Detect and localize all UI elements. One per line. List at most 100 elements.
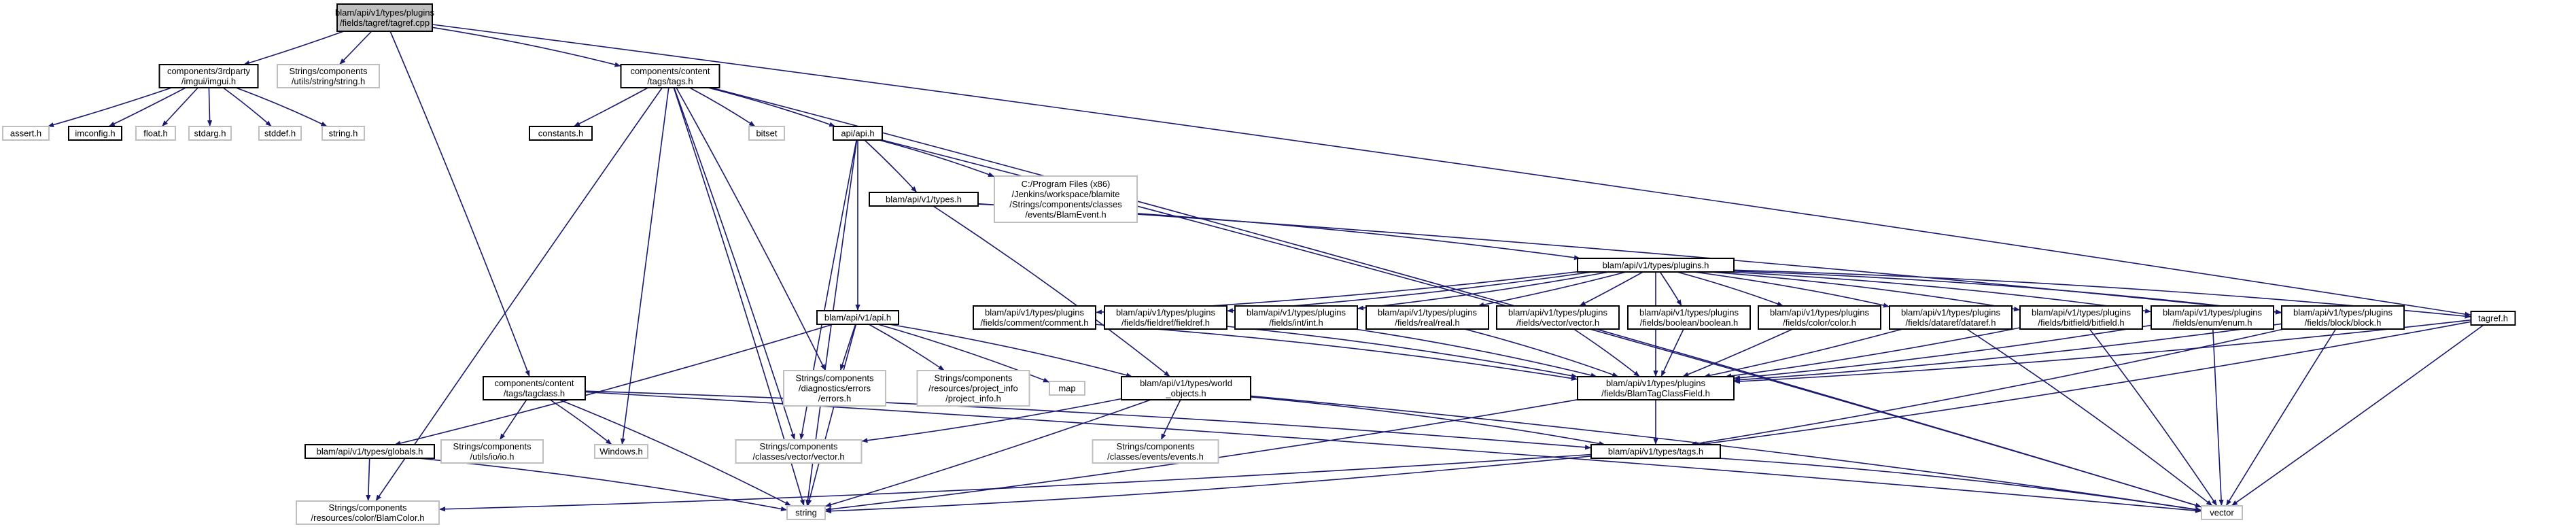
edge-plugins_h-to-dataref [1694, 271, 1890, 308]
node-stdarg: stdarg.h [188, 126, 232, 141]
node-label: /fields/real/real.h [1395, 318, 1459, 328]
node-label: string.h [329, 129, 358, 139]
edge-tagref_h-to-blamfield [1733, 319, 2471, 384]
node-imconfig[interactable]: imconfig.h [68, 126, 122, 141]
node-box [786, 505, 826, 520]
node-bitfield[interactable]: blam/api/v1/types/plugins/fields/bitfiel… [2019, 305, 2143, 330]
node-label: /utils/string/string.h [292, 76, 365, 86]
edge-worldobj-to-vectorvec [861, 398, 1122, 443]
node-api_h[interactable]: api/api.h [833, 126, 883, 141]
node-block_h[interactable]: blam/api/v1/types/plugins/fields/block/b… [2281, 305, 2405, 330]
edge-api_h-to-types_h [864, 139, 918, 193]
node-label: /utils/io/io.h [470, 451, 514, 462]
node-blamfield[interactable]: blam/api/v1/types/plugins/fields/BlamTag… [1577, 376, 1735, 400]
node-boolean_h[interactable]: blam/api/v1/types/plugins/fields/boolean… [1627, 305, 1751, 330]
node-events: Strings/components/classes/events/events… [1092, 439, 1219, 464]
edge-vector_h-to-blamfield [1573, 328, 1640, 377]
node-box [1758, 305, 1881, 330]
node-enum_h[interactable]: blam/api/v1/types/plugins/fields/enum/en… [2151, 305, 2274, 330]
node-box [304, 444, 435, 459]
edge-enum_h-to-vector [2212, 328, 2224, 507]
node-label: /errors.h [818, 394, 851, 404]
node-types_h[interactable]: blam/api/v1/types.h [869, 192, 979, 207]
node-dataref[interactable]: blam/api/v1/types/plugins/fields/dataref… [1889, 305, 2013, 330]
edge-real_h-to-blamfield [1464, 328, 1619, 377]
node-label: blam/api/v1/types/tags.h [1608, 447, 1703, 457]
node-label: /fields/comment/comment.h [981, 318, 1089, 328]
node-label: /fields/boolean/boolean.h [1640, 318, 1739, 328]
node-box [2151, 305, 2274, 330]
node-box [735, 439, 863, 464]
node-real_h[interactable]: blam/api/v1/types/plugins/fields/real/re… [1365, 305, 1489, 330]
node-label: blam/api/v1/types.h [886, 194, 962, 205]
node-label: blam/api/v1/api.h [824, 313, 891, 323]
node-color_h[interactable]: blam/api/v1/types/plugins/fields/color/c… [1758, 305, 1881, 330]
node-box [277, 64, 380, 88]
node-string: string [786, 505, 826, 520]
node-label: api/api.h [841, 129, 874, 139]
edge-plugins_h-to-int_h [1357, 271, 1609, 311]
edge-tags_h-to-vectorvec [674, 87, 795, 441]
node-tagclass[interactable]: components/content/tags/tagclass.h [483, 376, 586, 400]
node-label: /diagnostics/errors [799, 383, 871, 394]
edge-v1api-to-globals [394, 324, 833, 446]
edge-tags_h-to-windows [620, 87, 669, 445]
node-tagref_h[interactable]: tagref.h [2470, 311, 2516, 326]
node-projinfo: Strings/components/resources/project_inf… [916, 370, 1030, 407]
node-box [816, 310, 899, 325]
edge-tags_h-to-constants [573, 87, 648, 127]
edge-api_h-to-blamevent [879, 139, 995, 177]
edge-color_h-to-blamfield [1682, 328, 1793, 377]
edge-worldobj-to-events [1160, 399, 1181, 441]
edge-tagclass-to-windows [549, 399, 612, 445]
node-float: float.h [135, 126, 176, 141]
node-label: /fields/color/color.h [1783, 318, 1856, 328]
node-box [1104, 305, 1228, 330]
edge-root-to-tags_h [432, 27, 621, 67]
node-plugins_h[interactable]: blam/api/v1/types/plugins.h [1577, 258, 1735, 273]
edge-tags_h-to-vector [711, 87, 2202, 508]
node-tags_h[interactable]: components/content/tags/tags.h [620, 64, 720, 88]
node-label: blam/api/v1/types/plugins [985, 307, 1084, 318]
node-blamcolor: Strings/components/resources/color/BlamC… [296, 500, 440, 525]
edge-plugins_h-to-real_h [1478, 271, 1626, 307]
node-label: /fields/BlamTagClassField.h [1601, 388, 1710, 398]
edge-globals-to-blamcolor [366, 458, 371, 502]
node-box [1577, 376, 1735, 400]
edge-tags_types-to-blamcolor [438, 453, 1592, 512]
node-label: blam/api/v1/types/plugins [2163, 307, 2262, 318]
node-label: /fields/vector/vector.h [1516, 318, 1599, 328]
node-label: string [795, 508, 817, 518]
node-label: /fields/block/block.h [2305, 318, 2382, 328]
node-box [135, 126, 176, 141]
node-comment[interactable]: blam/api/v1/types/plugins/fields/comment… [973, 305, 1096, 330]
node-root[interactable]: blam/api/v1/types/plugins/fields/tagref/… [335, 3, 434, 32]
node-label: /events/BlamEvent.h [1025, 209, 1106, 220]
node-box [1049, 381, 1085, 396]
node-box [1234, 305, 1358, 330]
node-label: map [1058, 383, 1075, 394]
node-globals[interactable]: blam/api/v1/types/globals.h [304, 444, 435, 459]
node-label: blam/api/v1/types/plugins [335, 7, 434, 18]
edge-root-to-tagclass [389, 31, 530, 377]
node-int_h[interactable]: blam/api/v1/types/plugins/fields/int/int… [1234, 305, 1358, 330]
node-constants[interactable]: constants.h [529, 126, 593, 141]
node-box [440, 439, 544, 464]
node-fieldref[interactable]: blam/api/v1/types/plugins/fields/fieldre… [1104, 305, 1228, 330]
node-v1api[interactable]: blam/api/v1/api.h [816, 310, 899, 325]
node-worldobj[interactable]: blam/api/v1/types/world_objects.h [1121, 376, 1251, 400]
node-tags_types[interactable]: blam/api/v1/types/tags.h [1590, 444, 1721, 459]
edge-worldobj-to-tags_types [1250, 396, 1605, 446]
node-vector_h[interactable]: blam/api/v1/types/plugins/fields/vector/… [1496, 305, 1620, 330]
node-box [483, 376, 586, 400]
node-box [1590, 444, 1721, 459]
edge-imgui-to-float [161, 87, 198, 127]
node-label: blam/api/v1/types/plugins [1116, 307, 1215, 318]
node-label: blam/api/v1/types/globals.h [317, 447, 423, 457]
node-map: map [1049, 381, 1085, 396]
node-imgui[interactable]: components/3rdparty/imgui/imgui.h [158, 64, 259, 88]
node-label: Windows.h [599, 447, 643, 457]
node-label: /tags/tags.h [647, 76, 693, 86]
node-box [1889, 305, 2013, 330]
